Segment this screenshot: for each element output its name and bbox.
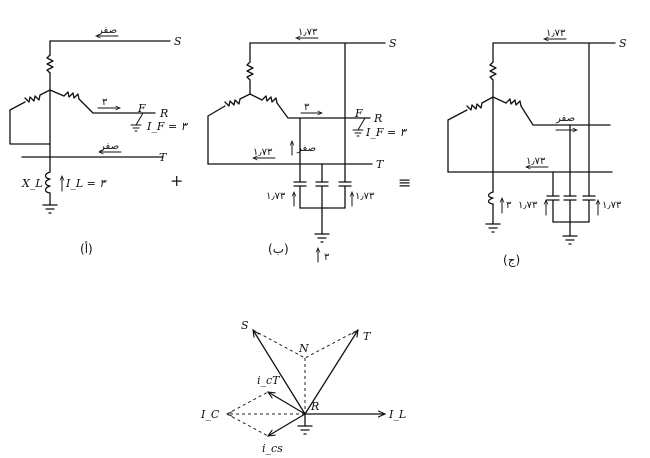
phasor-ics bbox=[268, 413, 306, 436]
ground-phasor bbox=[297, 425, 313, 435]
circuit-a: S R T صفر ۳ صفر F I_F = ۳ X_L I_L = ۳ (أ… bbox=[9, 25, 189, 256]
resistor-right bbox=[63, 91, 80, 100]
label-flow-t: ۱٫۷۳ bbox=[526, 156, 546, 167]
resistor-s bbox=[46, 54, 54, 74]
label-cap-left: ۱٫۷۳ bbox=[518, 200, 538, 211]
phasor-ict bbox=[268, 392, 306, 415]
label-phasor-r: R bbox=[310, 400, 319, 413]
label-fault-current: I_F = ۳ bbox=[365, 126, 408, 139]
label-fault: F bbox=[354, 107, 363, 120]
line-r bbox=[276, 102, 371, 119]
reactor-coil bbox=[44, 171, 51, 194]
label-phase-s: S bbox=[389, 37, 397, 50]
label-reactor-current: ۳ bbox=[506, 200, 512, 211]
phasor-vt bbox=[304, 330, 358, 415]
capacitor-s bbox=[338, 181, 352, 209]
label-phasor-t: T bbox=[363, 330, 372, 343]
label-phase-t: T bbox=[376, 158, 385, 171]
label-phase-r: R bbox=[373, 112, 382, 125]
label-flow-mid: صفر bbox=[296, 143, 316, 154]
label-flow-t: صفر bbox=[99, 141, 119, 152]
label-flow-s: ۱٫۷۳ bbox=[546, 28, 566, 39]
equivalence-sign: ≡ bbox=[398, 173, 411, 192]
label-flow-t: ۱٫۷۳ bbox=[253, 147, 273, 158]
caption-c: (ج) bbox=[503, 253, 520, 267]
label-cap-right: ۱٫۷۳ bbox=[602, 200, 622, 211]
label-cap-right: ۱٫۷۳ bbox=[355, 191, 375, 202]
capacitor-r bbox=[293, 181, 307, 209]
caption-b: (ب) bbox=[268, 242, 289, 256]
label-flow-r: ۳ bbox=[304, 102, 310, 113]
ground-c-caps bbox=[562, 235, 578, 245]
phasor-diagram: S T N R i_cT i_cs I_C I_L bbox=[200, 319, 406, 455]
circuit-c: S ۱٫۷۳ صفر ۱٫۷۳ ۳ ۱٫۷۳ ۱٫۷۳ (ج) bbox=[447, 28, 627, 267]
line-r bbox=[78, 98, 156, 114]
label-reactor-current: I_L = ۳ bbox=[65, 177, 107, 190]
line-r bbox=[520, 105, 611, 126]
ground-a bbox=[42, 204, 58, 214]
capacitor-t bbox=[315, 181, 329, 209]
resistor-left bbox=[24, 94, 41, 103]
label-flow-s: صفر bbox=[97, 25, 117, 36]
label-phase-t: T bbox=[159, 151, 168, 164]
label-phasor-s: S bbox=[241, 319, 249, 332]
plus-sign: + bbox=[170, 171, 183, 190]
ground-c-reactor bbox=[485, 223, 501, 233]
reactor-coil bbox=[487, 191, 494, 205]
label-phase-r: R bbox=[159, 107, 168, 120]
label-phasor-ic: I_C bbox=[200, 408, 220, 421]
ground-b bbox=[314, 233, 330, 243]
dashed-triangle-top bbox=[252, 329, 359, 359]
label-phasor-n: N bbox=[298, 342, 309, 355]
fault-ground-a bbox=[130, 124, 142, 132]
label-ground-current: ۳ bbox=[324, 252, 330, 263]
label-flow-s: ۱٫۷۳ bbox=[298, 27, 318, 38]
label-fault-current: I_F = ۳ bbox=[146, 120, 189, 133]
circuit-b: S R T ۱٫۷۳ ۳ ۱٫۷۳ صفر F I_F = ۳ ۱٫۷۳ ۱٫۷… bbox=[207, 27, 408, 263]
label-phasor-il: I_L bbox=[388, 408, 406, 421]
caption-a: (أ) bbox=[80, 241, 93, 256]
label-phase-s: S bbox=[619, 37, 627, 50]
label-flow-r: صفر bbox=[555, 113, 575, 124]
label-fault: F bbox=[137, 102, 146, 115]
label-cap-left: ۱٫۷۳ bbox=[266, 191, 286, 202]
phasor-vs bbox=[253, 330, 306, 415]
label-flow-r: ۳ bbox=[102, 97, 108, 108]
label-phase-s: S bbox=[174, 35, 182, 48]
label-phasor-ict: i_cT bbox=[257, 374, 281, 387]
label-reactor: X_L bbox=[21, 177, 43, 190]
label-phasor-ics: i_cs bbox=[262, 442, 283, 455]
